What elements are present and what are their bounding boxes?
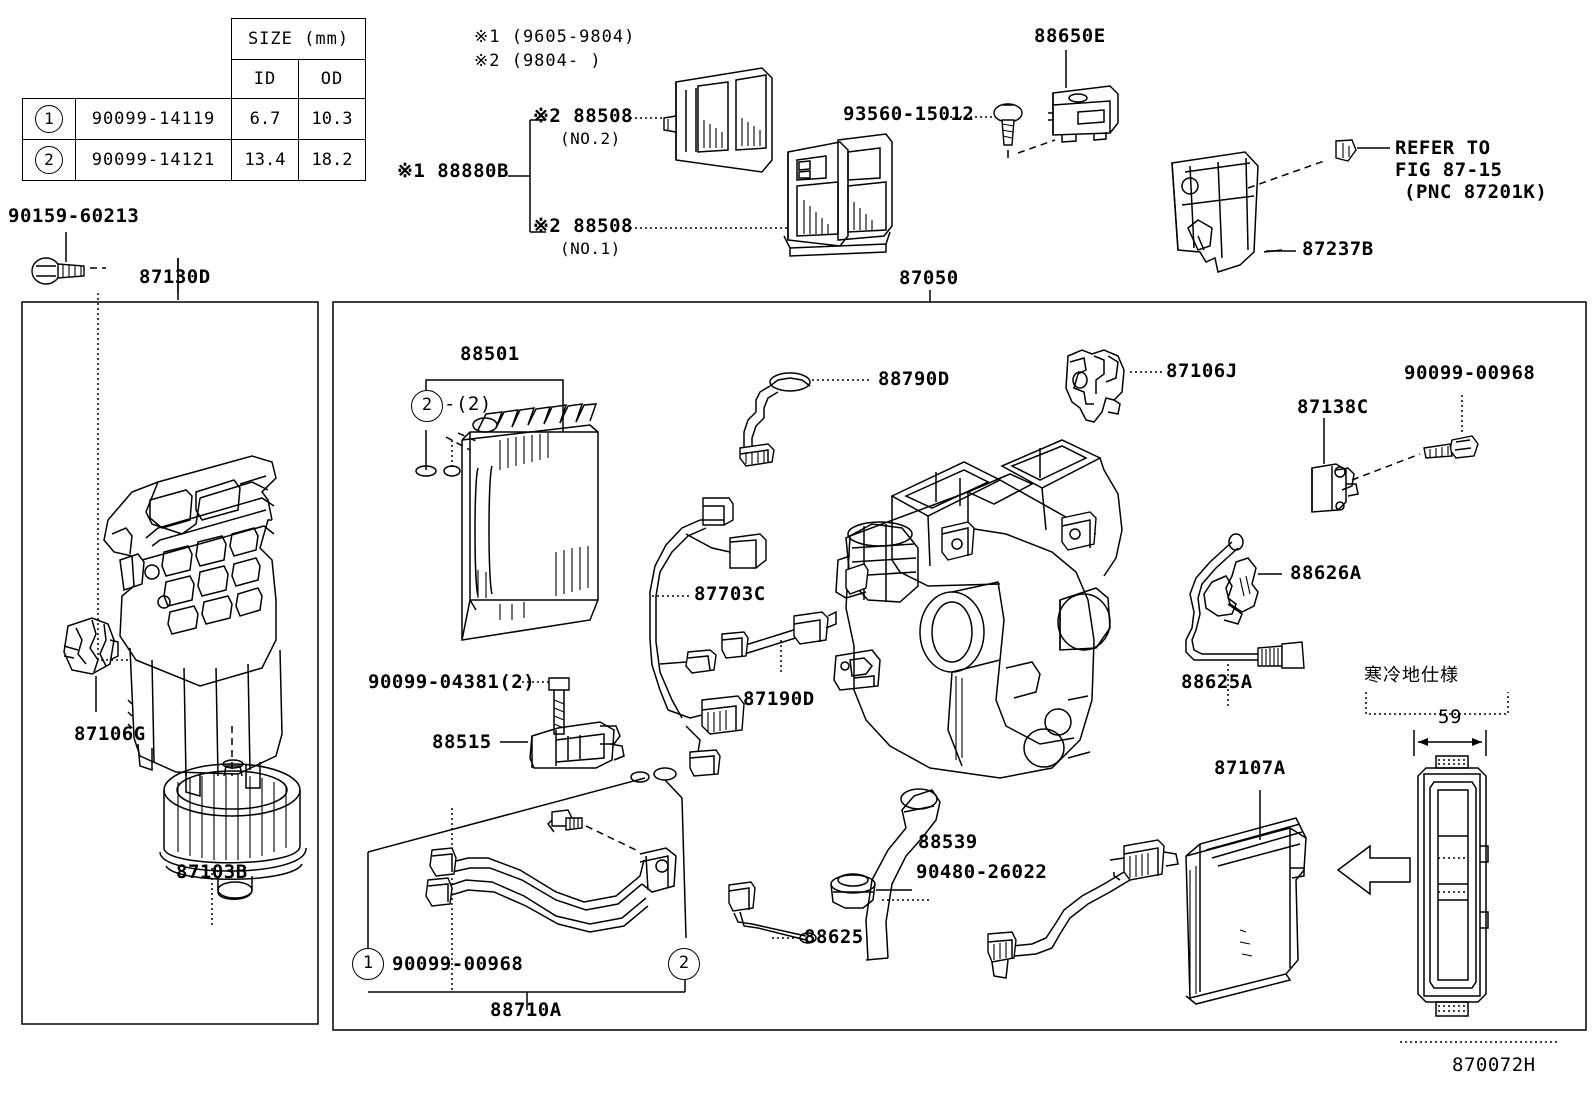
size-table-col-id: ID [231, 59, 299, 99]
size-table-od-2: 18.2 [298, 139, 366, 181]
callout-88515: 88515 [432, 731, 492, 753]
callout-90159-60213: 90159-60213 [8, 205, 140, 227]
callout-88508-no1-sub: (NO.1) [560, 239, 621, 258]
harness-87190d-icon [721, 610, 837, 674]
callout-evaporator-qty: -(2) [444, 393, 492, 415]
harness-87703c-icon [649, 497, 767, 777]
refer-note-line2: FIG 87-15 [1395, 159, 1503, 181]
callout-90099-00968-bottom: 90099-00968 [392, 953, 524, 975]
callout-88508-no2-sub: (NO.2) [560, 129, 621, 148]
cabin-filter-no1-icon [783, 133, 893, 257]
callout-90099-04381: 90099-04381(2) [368, 671, 536, 693]
callout-87138C: 87138C [1297, 396, 1369, 418]
cold-region-note: 寒冷地仕様 [1364, 665, 1459, 686]
note-asterisk-1: ※1 (9605-9804) [474, 27, 636, 47]
clip-88626a-icon [1203, 557, 1282, 625]
callout-87103B: 87103B [176, 861, 248, 883]
callout-87050: 87050 [899, 267, 959, 289]
evaporator-icon [415, 379, 599, 641]
size-table-partnumber-2: 90099-14121 [75, 139, 232, 181]
callout-87106J: 87106J [1166, 360, 1238, 382]
callout-88625: 88625 [804, 926, 864, 948]
size-table-id-1: 6.7 [231, 98, 299, 140]
callout-87106G: 87106G [74, 723, 146, 745]
callout-88650E: 88650E [1034, 25, 1106, 47]
callout-88790D: 88790D [878, 368, 950, 390]
callout-88626A: 88626A [1290, 562, 1362, 584]
callout-90099-00968-right: 90099-00968 [1404, 362, 1536, 384]
size-table-header-group: SIZE (mm) [231, 18, 366, 60]
ref-marker-1-tube: 1 [352, 948, 384, 980]
blower-resistor-icon [63, 617, 119, 712]
figure-code: 870072H [1452, 1054, 1536, 1076]
table-row: 2 90099-14121 13.4 18.2 [22, 139, 366, 181]
callout-87190D: 87190D [743, 688, 815, 710]
callout-88508-no1: ※2 88508 [533, 215, 633, 237]
size-table-ref-1: 1 [22, 98, 76, 140]
table-row: 1 90099-14119 6.7 10.3 [22, 98, 366, 140]
size-table: SIZE (mm) ID OD 1 90099-14119 6.7 10.3 2… [22, 18, 366, 181]
callout-88539: 88539 [918, 831, 978, 853]
heater-unit-case-icon [833, 439, 1123, 779]
callout-90480-26022: 90480-26022 [916, 861, 1048, 883]
cabin-filter-no2-icon [663, 67, 773, 173]
callout-87107A: 87107A [1214, 757, 1286, 779]
grommet-90480-icon [830, 873, 912, 909]
size-table-id-2: 13.4 [231, 139, 299, 181]
refer-note-line3: (PNC 87201K) [1404, 181, 1548, 203]
note-asterisk-2: ※2 (9804- ) [474, 51, 602, 71]
amplifier-88650-icon [1048, 50, 1119, 143]
callout-88880B: ※1 88880B [397, 160, 509, 182]
callout-88625A: 88625A [1181, 671, 1253, 693]
callout-88710A: 88710A [490, 999, 562, 1021]
cold-region-bracket [1336, 692, 1509, 1017]
size-table-partnumber-1: 90099-14119 [75, 98, 232, 140]
callout-87703C: 87703C [694, 583, 766, 605]
bolt-90099-00968-right-icon [1351, 395, 1479, 481]
callout-87130D: 87130D [139, 266, 211, 288]
screw-90159-icon [31, 232, 106, 285]
callout-87237B: 87237B [1302, 238, 1374, 260]
blower-motor-icon [159, 726, 307, 926]
size-table-ref-2: 2 [22, 139, 76, 181]
heater-core-icon [1185, 790, 1307, 1005]
thermistor-88790-icon [739, 372, 870, 467]
ref-marker-2-evaporator: 2 [411, 390, 443, 422]
ac-tube-88710a-icon [425, 809, 677, 933]
callout-88501: 88501 [460, 343, 520, 365]
ref-marker-2-tube: 2 [668, 948, 700, 980]
refer-note-line1: REFER TO [1395, 137, 1491, 159]
clip-87138c-icon [1311, 418, 1359, 513]
bracket-87106j-icon [1065, 349, 1164, 423]
size-table-od-1: 10.3 [298, 98, 366, 140]
callout-93560-15012: 93560-15012 [843, 103, 975, 125]
callout-88508-no2: ※2 88508 [533, 105, 633, 127]
wire-88625-icon [728, 881, 817, 944]
dimension-label-59: 59 [1438, 706, 1462, 728]
size-table-col-od: OD [298, 59, 366, 99]
